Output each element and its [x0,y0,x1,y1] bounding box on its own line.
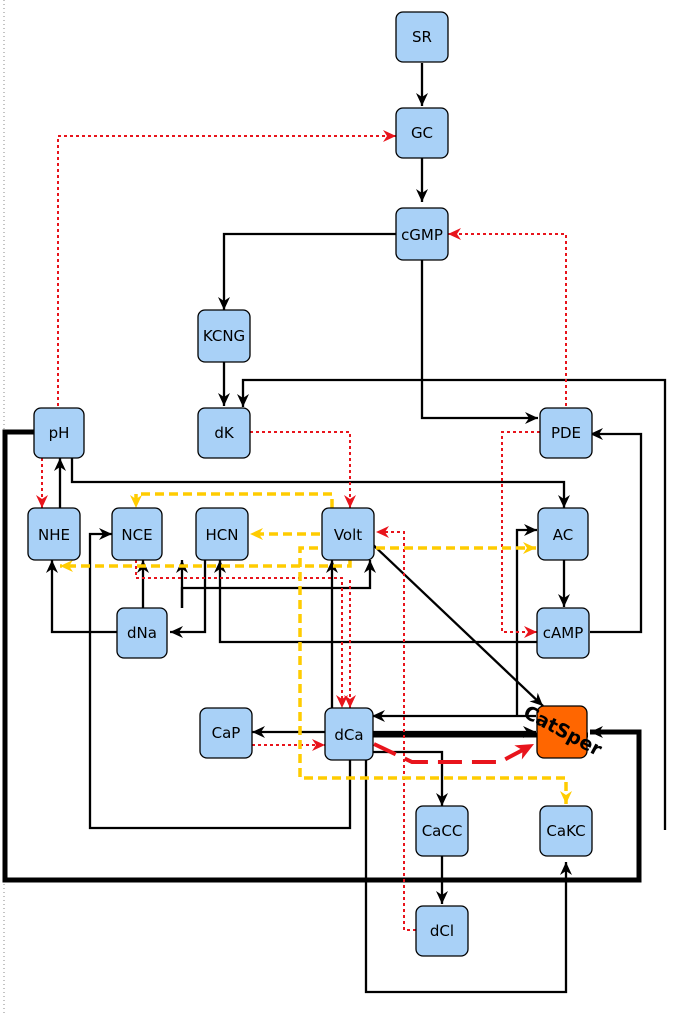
node-ac: AC [537,507,589,561]
node-dca-label: dCa [334,726,363,744]
node-cacc: CaCC [415,805,469,857]
node-kcng: KCNG [197,309,251,363]
edge-catsper-ac [515,524,537,716]
node-camp: cAMP [536,607,590,659]
edge-volt-nce [130,492,334,508]
node-gc-label: GC [411,124,433,142]
node-dna: dNa [116,607,168,659]
node-hcn-label: HCN [206,526,239,544]
edge-ph-ac [70,458,570,508]
node-cgmp: cGMP [395,207,449,261]
edge-volt-cakc [298,546,572,804]
node-nhe-label: NHE [38,526,70,544]
node-dcl: dCl [415,905,469,957]
edge-camp-hcn [214,560,537,644]
edge-dca-cacc [360,750,448,806]
node-dca: dCa [324,707,374,761]
node-hcn: HCN [195,507,249,561]
edge-dca-cakc [364,760,572,994]
edge-dca-catsper-inhibit [373,742,535,764]
edge-hcn-dna [170,560,207,638]
node-nce: NCE [111,507,163,561]
node-cakc: CaKC [539,805,593,857]
node-ac-label: AC [553,526,573,544]
node-pde: PDE [539,407,593,459]
node-sr-label: SR [412,28,432,46]
edge-volt-catsper [367,539,544,707]
node-cgmp-label: cGMP [401,226,443,244]
edge-dk-volt [250,431,356,508]
node-dcl-label: dCl [430,922,454,940]
edge-dcl-volt [376,526,416,931]
node-camp-label: cAMP [543,624,584,642]
edges [2,63,667,994]
node-nhe: NHE [27,507,81,561]
node-ph: pH [33,407,85,459]
node-sr: SR [395,11,449,63]
edge-pde-camp [501,431,540,638]
node-ph-label: pH [49,424,70,442]
edge-cgmp-kcng [218,232,397,310]
edge-ph-gc [57,130,396,406]
node-dna-label: dNa [127,624,157,642]
node-cakc-label: CaKC [546,822,585,840]
edge-volt-nhe [60,560,352,572]
node-volt: Volt [321,507,375,561]
node-volt-label: Volt [334,526,362,544]
edge-cgmp-pde [420,260,538,424]
node-dk-label: dK [214,424,235,442]
node-gc: GC [395,107,449,159]
edge-nce-dca [135,560,348,708]
node-kcng-label: KCNG [203,327,245,345]
node-cap: CaP [199,707,253,759]
edge-dna-volt [180,560,376,608]
edge-dna-nhe [46,560,117,634]
edge-cakc-dk [237,378,667,830]
edge-dca-nce [88,528,352,830]
edge-camp-pde [590,428,643,634]
edge-ph-catsper [2,429,642,883]
node-nce-label: NCE [121,526,152,544]
nodes: SR GC cGMP KCNG dK pH PDE NHE [27,11,606,957]
node-pde-label: PDE [551,424,581,442]
node-cacc-label: CaCC [422,822,463,840]
node-dk: dK [197,407,251,459]
node-cap-label: CaP [212,724,241,742]
